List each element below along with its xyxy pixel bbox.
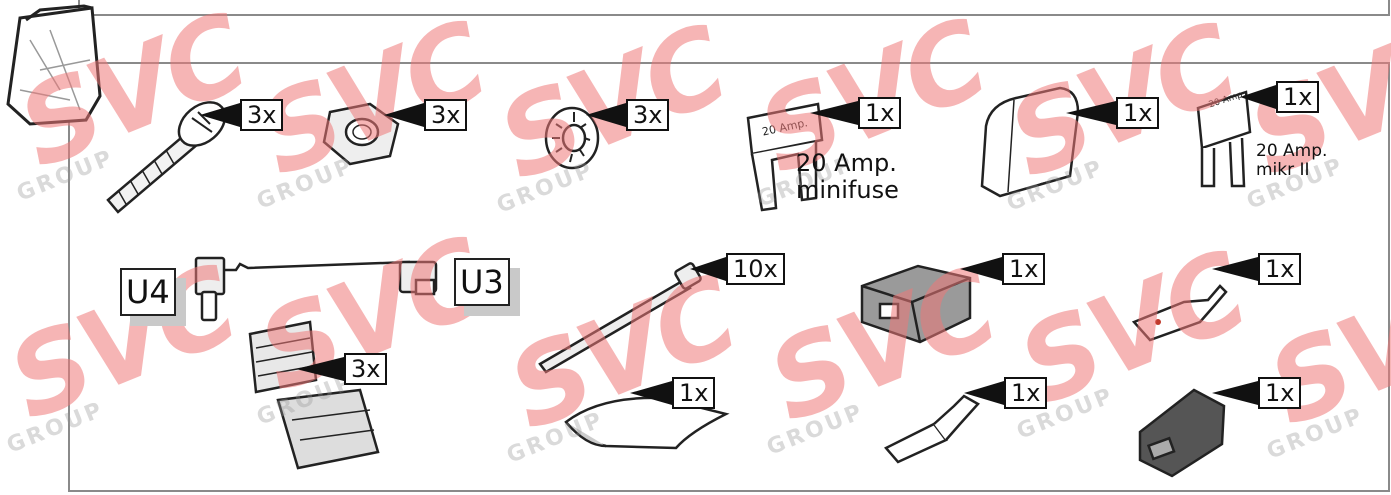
connector-housing-quantity-label: 1x [960,252,1046,286]
receptacle-terminal-quantity: 1x [1004,377,1048,409]
fuse-holder-icon [248,320,380,470]
micro-fuse-description: 20 Amp. mikr II [1256,141,1328,181]
upper-frame [78,0,1390,16]
nut-pointer [384,103,424,127]
flat-terminal-quantity-label: 1x [1212,252,1302,286]
minifuse-description: 20 Amp. minifuse [796,149,899,204]
connector-cover-quantity: 1x [1258,377,1302,409]
micro-fuse-quantity-label: 1x [1240,80,1320,114]
fuse-holder-quantity-label: 3x [296,352,388,386]
connector-housing-pointer [960,257,1002,281]
flat-terminal-icon [1131,284,1228,342]
cable-tie-icon [538,262,702,374]
washer-quantity: 3x [626,99,670,131]
fuse-cap-quantity-label: 1x [1066,96,1160,130]
fuse-cap-quantity: 1x [1116,97,1160,129]
parts-bag-icon [6,4,102,126]
connector-cover-pointer [1212,381,1258,405]
flat-terminal-pointer [1212,257,1258,281]
washer-pointer [586,103,626,127]
micro-fuse-pointer [1240,85,1276,109]
connector-tag-u4: U4 [120,268,176,316]
washer-quantity-label: 3x [586,98,670,132]
minifuse-pointer [810,101,858,125]
nut-quantity: 3x [424,99,468,131]
adhesive-pad-quantity: 1x [672,377,716,409]
connector-tag-u3: U3 [454,258,510,306]
cable-tie-quantity: 10x [726,253,785,285]
receptacle-terminal-pointer [964,381,1004,405]
nut-quantity-label: 3x [384,98,468,132]
screw-icon [106,101,227,214]
micro-fuse-quantity: 1x [1276,81,1320,113]
cable-tie-quantity-label: 10x [690,252,785,286]
flat-terminal-quantity: 1x [1258,253,1302,285]
adhesive-pad-pointer [630,381,672,405]
fuse-holder-quantity: 3x [344,353,388,385]
connector-cable-icon [194,256,438,322]
minifuse-icon: 20 Amp. [746,102,824,212]
screw-pointer [200,103,240,127]
receptacle-terminal-quantity-label: 1x [964,376,1048,410]
minifuse-quantity-label: 1x [810,96,902,130]
connector-housing-quantity: 1x [1002,253,1046,285]
minifuse-quantity: 1x [858,97,902,129]
screw-quantity: 3x [240,99,284,131]
fuse-cap-pointer [1066,101,1116,125]
screw-quantity-label: 3x [200,98,284,132]
fuse-cap-icon [980,86,1080,198]
washer-icon [544,106,600,170]
nut-icon [322,102,400,166]
adhesive-pad-icon [564,396,730,450]
connector-housing-icon [860,264,972,344]
adhesive-pad-quantity-label: 1x [630,376,716,410]
cable-tie-pointer [690,257,726,281]
connector-cover-quantity-label: 1x [1212,376,1302,410]
connector-cover-icon [1138,388,1226,478]
fuse-holder-pointer [296,357,344,381]
